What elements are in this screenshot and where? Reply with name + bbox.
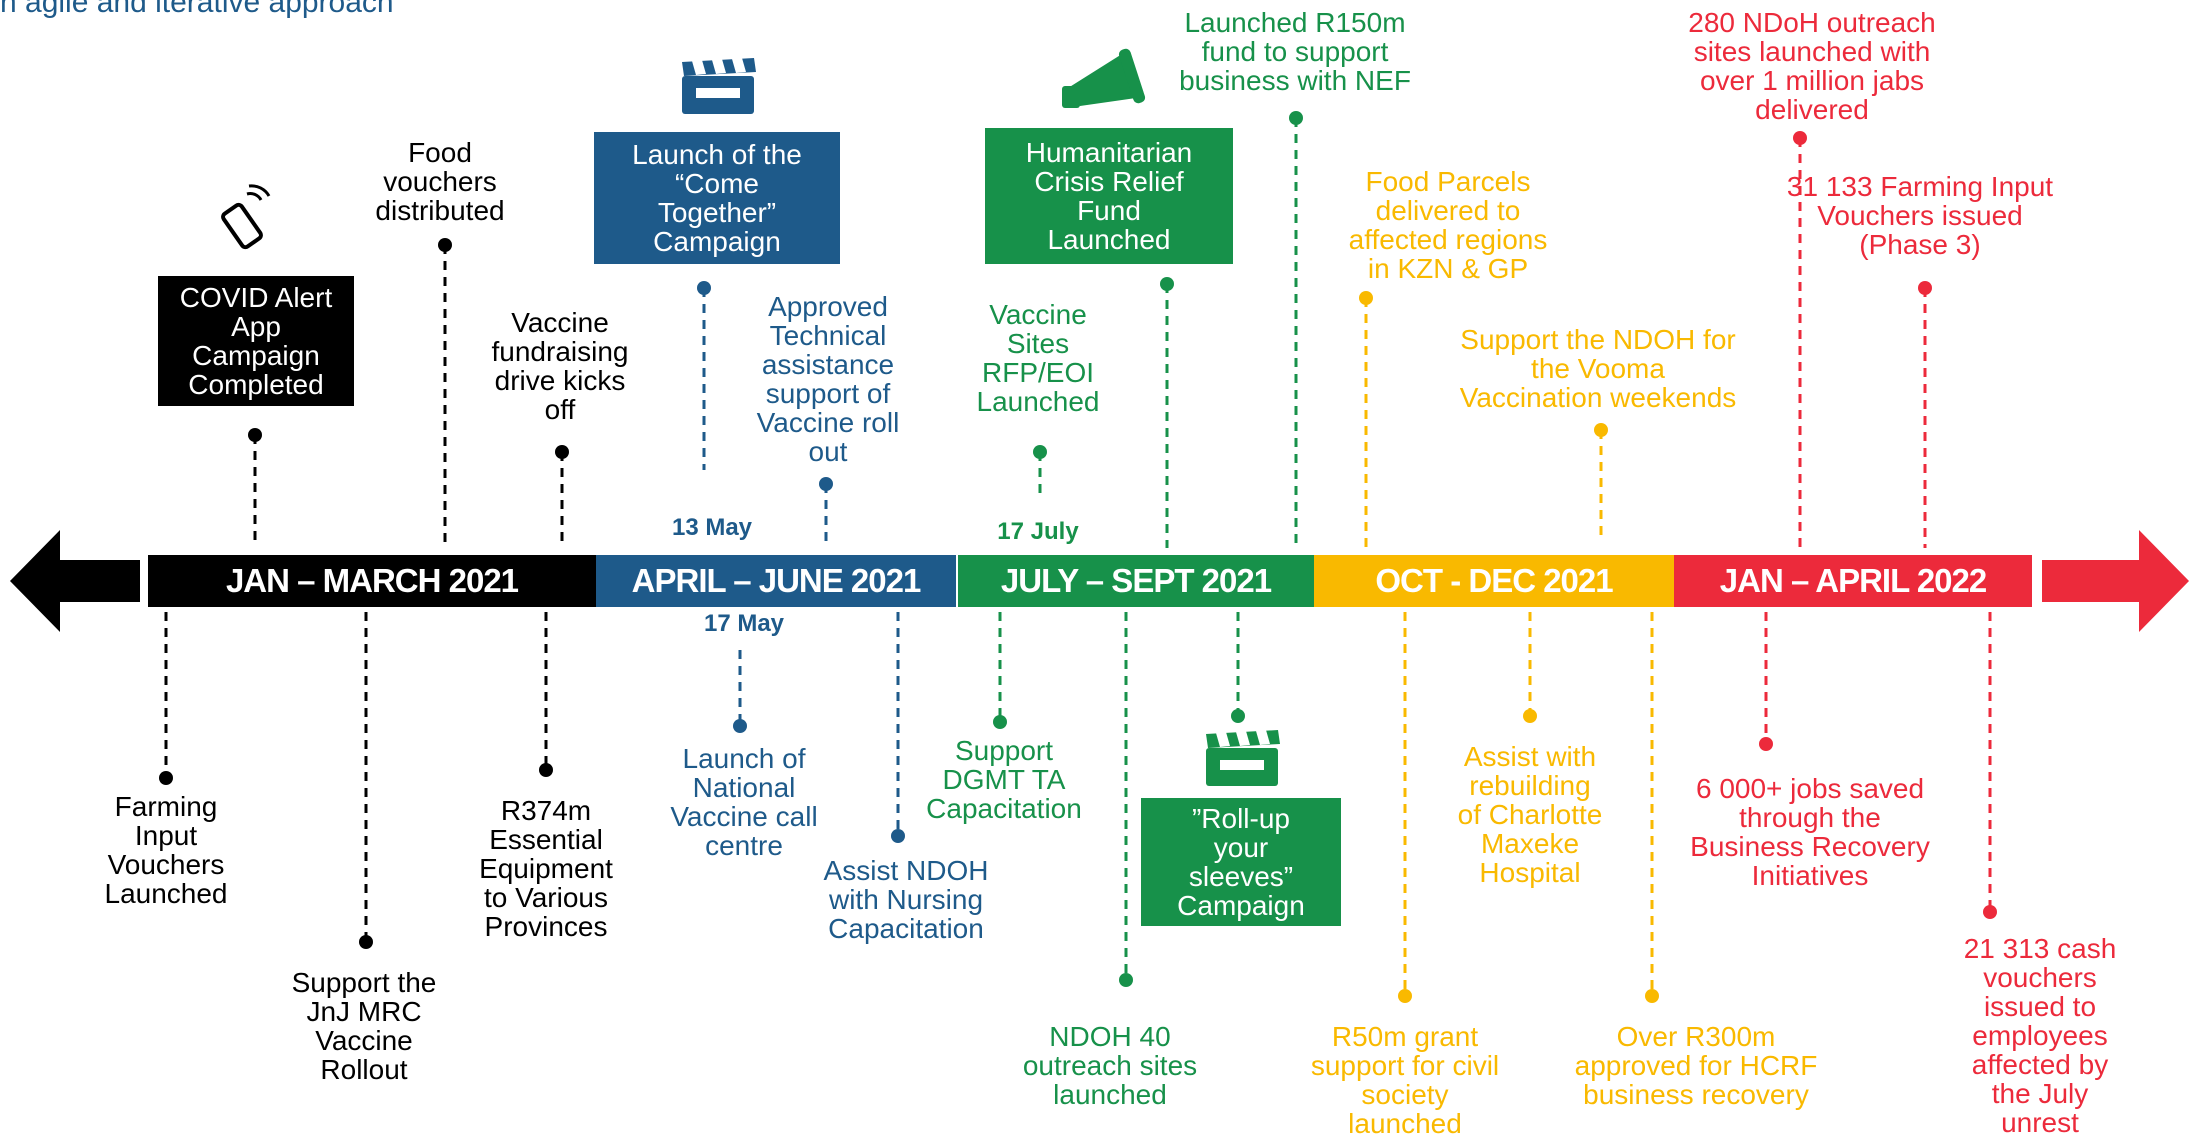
- event-dgmt-ta: Support DGMT TA Capacitation: [926, 735, 1082, 824]
- clapperboard-icon: [678, 58, 758, 116]
- connector-dot: [1759, 737, 1773, 751]
- connector-dot: [248, 428, 262, 442]
- connector-dot: [438, 238, 452, 252]
- connector-dot: [1119, 973, 1133, 987]
- period-label: OCT - DEC 2021: [1375, 562, 1613, 599]
- connector-dot: [1033, 445, 1047, 459]
- event-hcrf-recovery: Over R300m approved for HCRF business re…: [1574, 1021, 1818, 1110]
- period-q3-2021: JULY – SEPT 2021: [958, 555, 1314, 607]
- connector-dot: [733, 719, 747, 733]
- event-farming-launched: Farming Input Vouchers Launched: [104, 791, 228, 909]
- event-nef-fund: Launched R150m fund to support business …: [1179, 7, 1411, 96]
- clapperboard-icon: [1202, 730, 1282, 788]
- event-covid-alert-box: COVID Alert App Campaign Completed: [158, 276, 354, 406]
- date-17-july: 17 July: [997, 518, 1079, 545]
- connector-dot: [1983, 905, 1997, 919]
- event-food-parcels: Food Parcels delivered to affected regio…: [1348, 166, 1548, 284]
- event-roll-up-sleeves-box: ”Roll-up your sleeves” Campaign: [1141, 798, 1341, 926]
- connector-dot: [1289, 111, 1303, 125]
- subtitle: n agile and iterative approach: [0, 0, 394, 19]
- period-label: JULY – SEPT 2021: [1000, 562, 1272, 599]
- date-17-may: 17 May: [703, 610, 785, 637]
- connector-dot: [819, 477, 833, 491]
- date-13-may: 13 May: [671, 514, 753, 541]
- period-label: JAN – APRIL 2022: [1719, 562, 1987, 599]
- connector-dot: [1523, 709, 1537, 723]
- event-vaccine-fundraising: Vaccine fundraising drive kicks off: [491, 307, 629, 425]
- connector-dot: [891, 829, 905, 843]
- event-come-together-box: Launch of the “Come Together” Campaign: [594, 132, 840, 264]
- event-outreach-280: 280 NDoH outreach sites launched with ov…: [1688, 7, 1936, 125]
- period-q1-2022: JAN – APRIL 2022: [1674, 555, 2032, 607]
- period-q4-2021: OCT - DEC 2021: [1314, 555, 1674, 607]
- connector-dot: [159, 771, 173, 785]
- megaphone-icon: [1060, 38, 1150, 118]
- connector-dot: [697, 281, 711, 295]
- connector-dot: [1231, 709, 1245, 723]
- period-label: APRIL – JUNE 2021: [631, 562, 922, 599]
- connector-dot: [1793, 131, 1807, 145]
- event-technical-assistance: Approved Technical assistance support of…: [756, 291, 900, 467]
- right-arrow: [2042, 530, 2189, 632]
- event-essential-equipment: R374m Essential Equipment to Various Pro…: [479, 795, 613, 942]
- connector-dot: [1359, 291, 1373, 305]
- connector-dot: [1594, 423, 1608, 437]
- smartphone-icon: [213, 180, 283, 250]
- event-vaccine-sites-rfp: Vaccine Sites RFP/EOI Launched: [976, 299, 1100, 417]
- event-vooma: Support the NDOH for the Vooma Vaccinati…: [1459, 324, 1737, 413]
- event-charlotte-maxeke: Assist with rebuilding of Charlotte Maxe…: [1457, 741, 1603, 888]
- event-nursing-capacitation: Assist NDOH with Nursing Capacitation: [823, 855, 989, 944]
- connector-dot: [555, 445, 569, 459]
- connector-dot: [359, 935, 373, 949]
- period-label: JAN – MARCH 2021: [225, 562, 519, 599]
- event-r50m-grant: R50m grant support for civil society lau…: [1310, 1021, 1500, 1139]
- connector-dot: [1398, 989, 1412, 1003]
- connector-dot: [993, 715, 1007, 729]
- connector-dot: [1645, 989, 1659, 1003]
- event-vaccine-call-centre: Launch of National Vaccine call centre: [670, 743, 818, 861]
- event-outreach-40: NDOH 40 outreach sites launched: [1022, 1021, 1198, 1110]
- period-q1-2021: JAN – MARCH 2021: [148, 555, 596, 607]
- connector-dot: [1160, 277, 1174, 291]
- event-jnj-rollout: Support the JnJ MRC Vaccine Rollout: [291, 967, 437, 1085]
- event-jobs-saved: 6 000+ jobs saved through the Business R…: [1690, 773, 1930, 891]
- event-cash-vouchers: 21 313 cash vouchers issued to employees…: [1963, 933, 2117, 1138]
- connector-dot: [1918, 281, 1932, 295]
- event-food-vouchers: Food vouchers distributed: [375, 137, 505, 226]
- period-q2-2021: APRIL – JUNE 2021: [596, 555, 956, 607]
- event-farming-phase3: 31 133 Farming Input Vouchers issued (Ph…: [1786, 171, 2054, 260]
- event-hcrf-launched-box: Humanitarian Crisis Relief Fund Launched: [985, 128, 1233, 264]
- left-arrow: [10, 530, 140, 632]
- connector-dot: [539, 763, 553, 777]
